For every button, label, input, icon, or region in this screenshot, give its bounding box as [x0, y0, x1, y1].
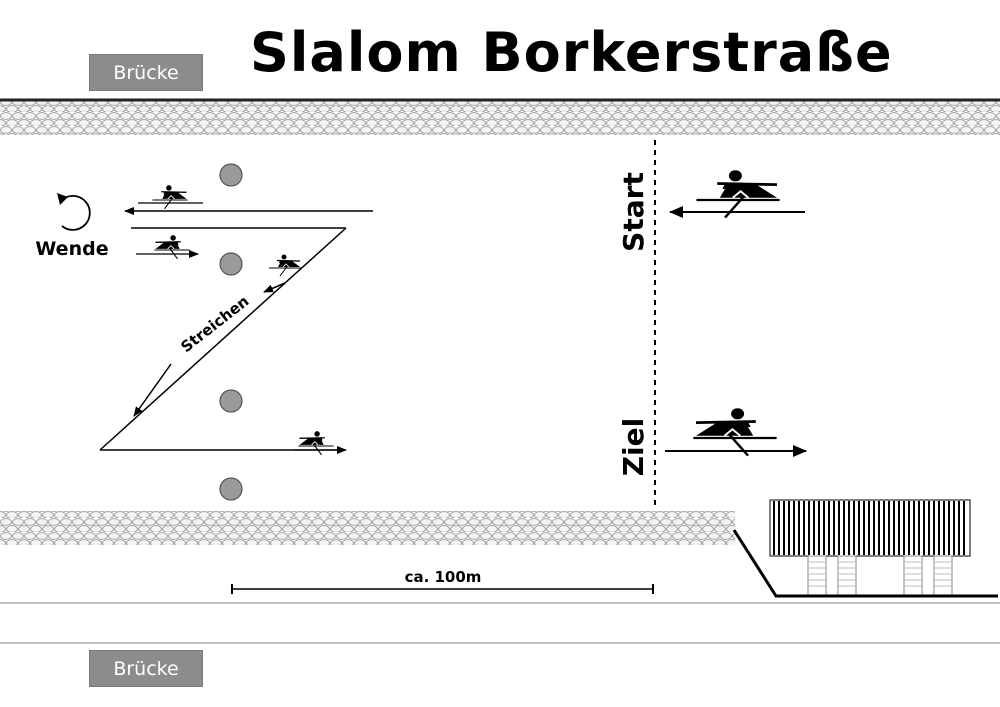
turn-label: Wende [35, 238, 108, 260]
rower-icon [665, 406, 807, 458]
rower-icon [294, 430, 347, 456]
bridge-bottom-label: Brücke [89, 650, 203, 687]
rower-icon [136, 234, 199, 260]
turn-arrow-icon [57, 193, 91, 231]
course-path [99, 207, 373, 451]
boathouse-icon [732, 499, 998, 598]
bridge-top-label: Brücke [89, 54, 203, 91]
start-label: Start [617, 172, 650, 252]
page-title: Slalom Borkerstraße [250, 21, 893, 84]
bank-top [0, 98, 1000, 135]
rower-icon [138, 184, 203, 210]
distance-label: ca. 100m [405, 568, 482, 586]
finish-label: Ziel [617, 418, 650, 477]
bank-bottom [0, 511, 1000, 644]
buoy-icon [219, 163, 243, 501]
rower-icon [669, 168, 805, 220]
